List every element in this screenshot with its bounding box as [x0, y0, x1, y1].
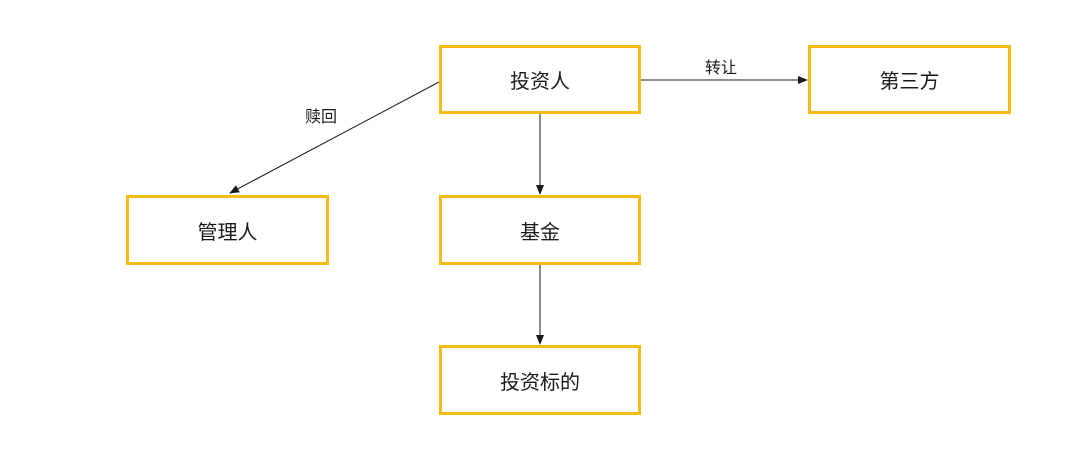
node-fund: 基金	[439, 195, 641, 265]
node-manager: 管理人	[126, 195, 329, 265]
node-third-party-label: 第三方	[879, 69, 940, 93]
node-fund-label: 基金	[520, 219, 560, 244]
node-investment-target-label: 投资标的	[500, 369, 580, 394]
node-investor-label: 投资人	[510, 69, 570, 93]
node-third-party: 第三方	[808, 45, 1011, 114]
node-investor: 投资人	[439, 45, 641, 114]
node-investment-target: 投资标的	[439, 345, 641, 415]
edge-label-transfer: 转让	[705, 58, 738, 77]
edge-label-redeem: 赎回	[305, 107, 338, 126]
arrow-investor-to-manager	[229, 81, 440, 194]
node-manager-label: 管理人	[197, 219, 258, 244]
